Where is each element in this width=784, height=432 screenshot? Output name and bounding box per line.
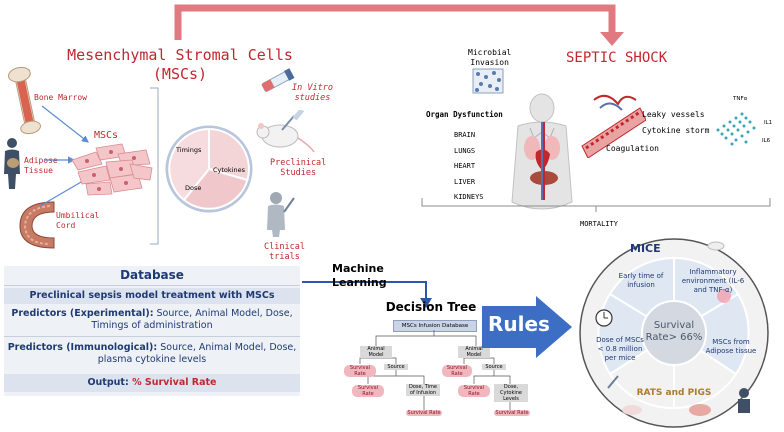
bracket (150, 87, 159, 245)
umbilical-cord-label: Umbilical Cord (56, 211, 100, 230)
organ-kidneys: KIDNEYS (454, 193, 484, 201)
decision-tree-title: Decision Tree (385, 300, 477, 314)
machine-learning-label: Machine Learning (332, 262, 387, 289)
rats-pigs-label: RATS and PIGS (636, 388, 712, 398)
adipose-tissue-label: Adipose Tissue (24, 156, 58, 175)
rat-small-icon (622, 405, 642, 415)
syringe-icon (607, 375, 619, 389)
tree-leaf-survival-1: Survival Rate (344, 365, 376, 377)
tree-node-dose-time: Dose, Time of Infusion (406, 384, 440, 396)
tree-leaf-survival-2: Survival Rate (442, 365, 472, 377)
tree-leaf-survival-4: Survival Rate (458, 385, 490, 397)
immunological-predictors-list: Source, Animal Model, Dose, (157, 342, 297, 353)
decision-tree-root: MSCs Infusion Database (393, 320, 477, 332)
in-vitro-label: In Vitro studies (292, 83, 333, 103)
body-organs-icon (511, 93, 573, 210)
inflammation-icon (717, 289, 731, 303)
adipose-label: MSCs from Adipose tissue (705, 338, 757, 355)
septic-shock-title: SEPTIC SHOCK (566, 50, 668, 66)
tree-node-animal-model-right: Animal Model (458, 346, 490, 358)
organ-heart: HEART (454, 162, 476, 170)
tree-node-source-right: Source (482, 364, 506, 370)
pig-icon (689, 404, 711, 416)
il1-label: IL1 (764, 120, 773, 126)
cytokine-storm-label: Cytokine storm (642, 126, 710, 135)
il6-label: IL6 (762, 138, 771, 144)
pie-label-dose: Dose (185, 184, 202, 192)
source-arrows (39, 105, 90, 207)
bacteria-icon (472, 68, 504, 94)
mortality-bracket (421, 198, 771, 212)
database-row-immunological: Predictors (Immunological): Source, Anim… (4, 342, 300, 366)
organ-liver: LIVER (454, 177, 476, 186)
experimental-predictors-list: Source, Animal Model, Dose, (153, 308, 293, 319)
rat-icon (256, 110, 315, 153)
msc-title: Mesenchymal Stromal Cells (MSCs) (40, 46, 320, 84)
database-row-experimental: Predictors (Experimental): Source, Anima… (4, 308, 300, 332)
pie-slice-timings (168, 127, 210, 202)
bone-icon (8, 66, 41, 135)
mouse-icon (707, 241, 725, 251)
vessel-icon (581, 94, 646, 158)
tree-node-dose-cytokine: Dose, Cytokine Levels (494, 384, 528, 402)
msc-cells-icon (71, 143, 153, 196)
msc-title-line1: Mesenchymal Stromal Cells (67, 46, 293, 64)
parameters-pie (165, 125, 253, 213)
leaky-vessels-label: Leaky vessels (642, 110, 705, 119)
tree-leaf-survival-6: Survival Rate (494, 410, 530, 416)
immunological-predictors-list-2: plasma cytokine levels (97, 354, 207, 365)
rules-arrow (482, 296, 572, 358)
pie-label-cytokines: Cytokines (213, 166, 245, 174)
clinical-label: Clinical trials (264, 242, 305, 262)
coagulation-label: Coagulation (606, 144, 659, 153)
bone-marrow-label: Bone Marrow (34, 93, 87, 102)
inflammatory-label: Inflammatory environment (IL-6 and TNF-α… (681, 268, 745, 294)
database-table: Database Preclinical sepsis model treatm… (4, 266, 300, 396)
survival-rate-label: Survival Rate> 66% (645, 320, 703, 343)
tree-node-source-left: Source (384, 364, 408, 370)
output-label: Output: (87, 377, 133, 388)
test-tube-icon (261, 68, 295, 93)
organ-dysfunction-label: Organ Dysfunction (426, 110, 503, 119)
immunological-predictors-title: Predictors (Immunological): (7, 342, 158, 353)
pie-label-timings: Timings (176, 146, 202, 154)
msc-title-line2: (MSCs) (152, 65, 208, 83)
ml-arrow (302, 281, 432, 308)
mortality-label: MORTALITY (580, 220, 618, 228)
person-adipose-icon (4, 138, 20, 189)
umbilical-cord-icon (19, 201, 55, 249)
tree-node-animal-model-left: Animal Model (360, 346, 392, 358)
patient-icon (267, 192, 295, 237)
pie-slice-dose (182, 167, 249, 210)
dose-label: Dose of MSCs < 0.8 million per mice (596, 336, 644, 362)
pie-slice-cytokines (208, 127, 250, 182)
top-arrow (174, 4, 624, 46)
person-icon (739, 388, 749, 398)
microbial-invasion-label: Microbial Invasion (468, 48, 512, 67)
results-circle (579, 238, 769, 428)
early-time-label: Early time of infusion (618, 272, 664, 289)
decision-tree-edges (359, 330, 511, 410)
database-row-output: Output: % Survival Rate (4, 374, 300, 392)
rules-label: Rules (488, 312, 550, 336)
organ-lungs: LUNGS (454, 146, 476, 155)
organ-list: BRAIN LUNGS HEART LIVER KIDNEYS (454, 128, 484, 206)
mscs-label: MSCs (94, 130, 119, 141)
experimental-predictors-title: Predictors (Experimental): (11, 308, 154, 319)
database-title: Database (120, 268, 184, 282)
database-row-preclinical: Preclinical sepsis model treatment with … (4, 288, 300, 304)
preclinical-label: Preclinical Studies (270, 158, 327, 178)
experimental-predictors-list-2: Timings of administration (91, 320, 213, 331)
organ-brain: BRAIN (454, 131, 476, 139)
tnf-label: TNFα (733, 96, 748, 102)
output-value: % Survival Rate (132, 377, 217, 388)
tree-leaf-survival-3: Survival Rate (352, 385, 384, 397)
tree-leaf-survival-5: Survival Rate (406, 410, 442, 416)
cytokine-dots-icon (716, 112, 756, 146)
mice-label: MICE (630, 242, 661, 255)
